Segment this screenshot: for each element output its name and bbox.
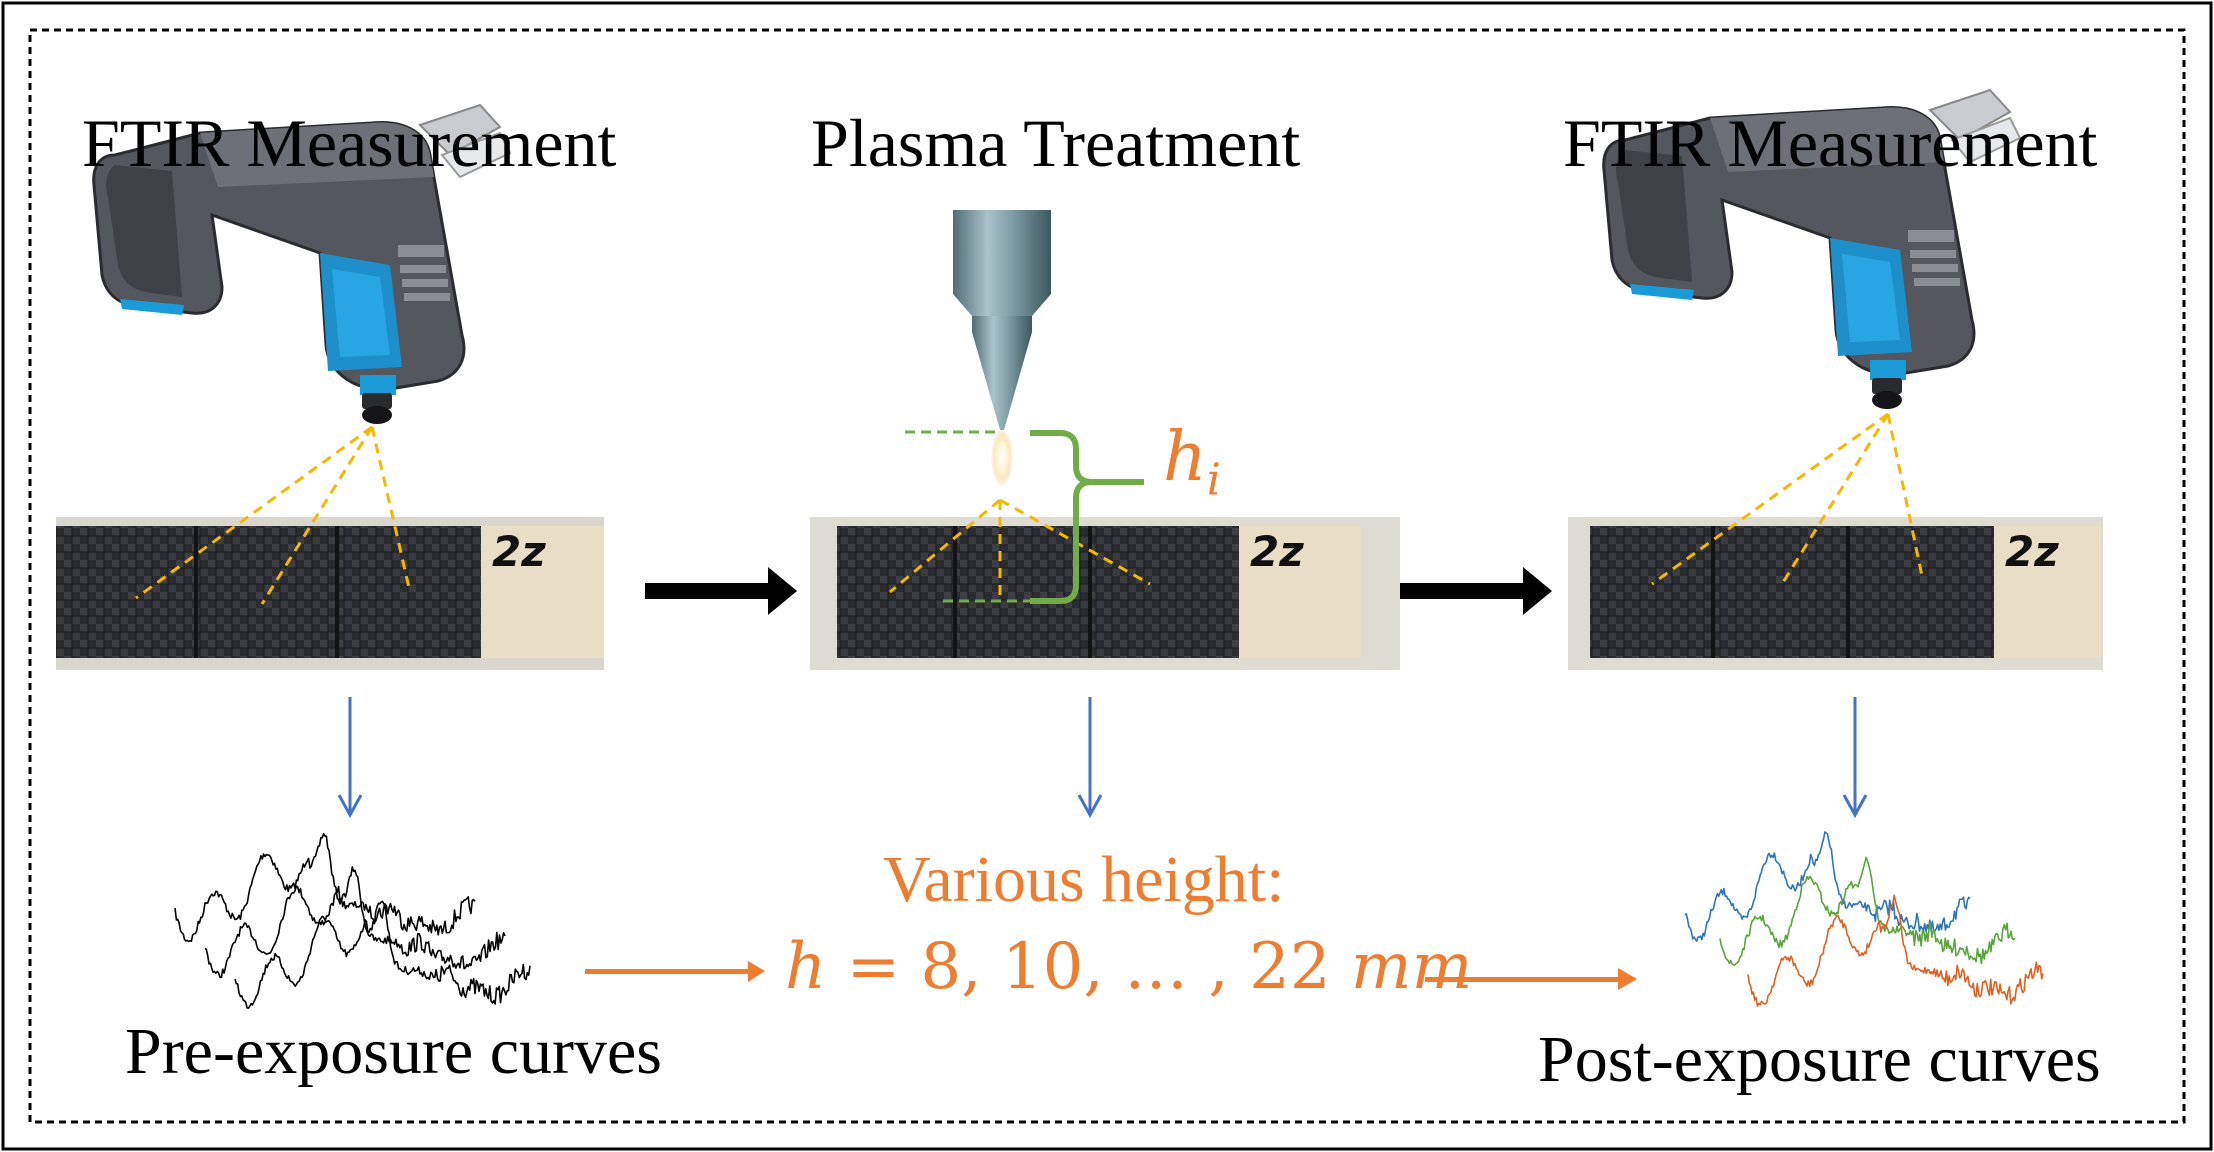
panel-pre-measurement: 2z	[56, 103, 604, 670]
height-formula: h = 8, 10, … , 22 mm	[785, 930, 1472, 1004]
inner-dashed-border	[28, 28, 2186, 1124]
height-label: hi	[1163, 418, 1221, 506]
formula-values: = 8, 10, … , 22	[826, 930, 1351, 1004]
spectrum-curve	[1684, 831, 1971, 943]
down-arrow-middle	[1077, 697, 1103, 819]
sample-label-left: 2z	[492, 527, 546, 576]
title-left: FTIR Measurement	[82, 105, 617, 181]
plasma-nozzle	[953, 210, 1051, 490]
title-middle: Plasma Treatment	[811, 105, 1301, 181]
orange-arrow-1	[585, 961, 765, 982]
spectrum-curve	[234, 900, 531, 1009]
caption-post-exposure: Post-exposure curves	[1538, 1023, 2101, 1096]
sample-strip-left: 2z	[56, 517, 604, 670]
post-exposure-spectra	[1684, 831, 2044, 1008]
panel-post-measurement: 2z	[1568, 88, 2103, 670]
formula-variable: h	[785, 930, 827, 1004]
sample-strip-right: 2z	[1568, 517, 2103, 670]
spectrum-curve	[204, 866, 506, 979]
sample-strip-middle: 2z	[810, 517, 1400, 670]
spectrum-curve	[174, 832, 476, 943]
height-bracket	[905, 430, 1144, 604]
sample-label-right: 2z	[2005, 527, 2059, 576]
down-arrow-left	[337, 697, 363, 819]
caption-pre-exposure: Pre-exposure curves	[125, 1015, 662, 1088]
formula-unit: mm	[1350, 930, 1473, 1004]
ir-beam-right	[1651, 412, 1924, 586]
various-height-label: Various height:	[883, 843, 1285, 916]
flow-arrow-2	[1400, 567, 1552, 615]
spectrum-curve	[1747, 894, 2044, 1008]
ir-beam-left	[135, 425, 412, 605]
down-arrow-right	[1842, 697, 1868, 819]
spectrum-curve	[1719, 856, 2016, 966]
panel-plasma: 2z	[810, 210, 1400, 670]
title-right: FTIR Measurement	[1563, 105, 2098, 181]
pre-exposure-spectra	[174, 832, 531, 1009]
sample-label-middle: 2z	[1250, 527, 1304, 576]
flow-arrow-1	[645, 567, 797, 615]
plasma-flame	[991, 430, 1013, 490]
orange-arrow-2	[1425, 968, 1637, 990]
